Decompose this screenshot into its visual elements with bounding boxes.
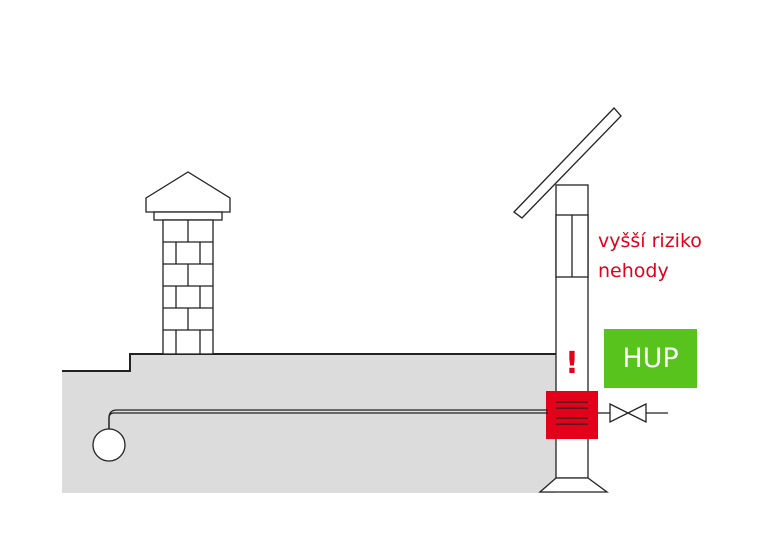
hup-label: HUP (622, 343, 679, 374)
roof-line (62, 353, 556, 372)
warning-line-1: vyšší riziko (598, 230, 702, 252)
gas-pipe (108, 409, 668, 436)
gas-meter-icon (92, 428, 126, 462)
hup-badge-bg (604, 329, 697, 388)
warning-label: vyšší riziko nehody (598, 226, 702, 286)
pipe-penetration (556, 401, 588, 425)
warning-line-2: nehody (598, 260, 669, 282)
warning-exclamation: ! (565, 346, 579, 381)
gas-valve-icon (609, 402, 647, 424)
brick-chimney-icon (145, 171, 231, 355)
ground-area (62, 354, 556, 493)
danger-zone (546, 391, 598, 439)
